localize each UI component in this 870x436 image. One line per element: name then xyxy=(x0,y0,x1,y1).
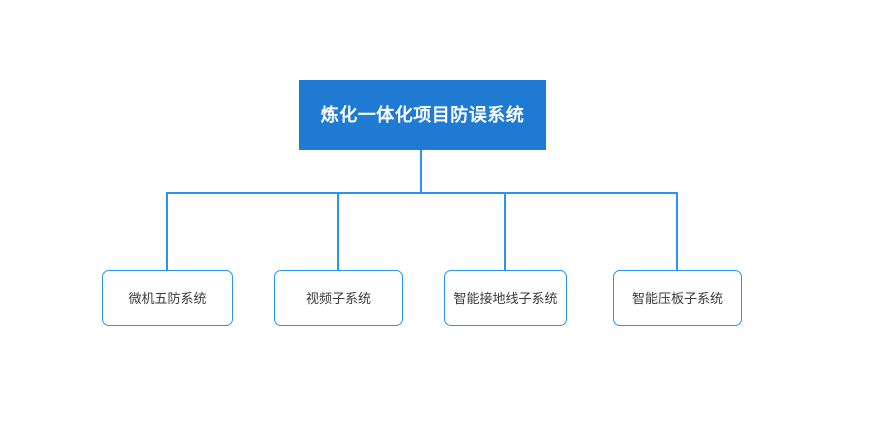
child-node-label: 视频子系统 xyxy=(305,290,371,306)
root-node-label: 炼化一体化项目防误系统 xyxy=(320,105,525,125)
root-node[interactable]: 炼化一体化项目防误系统 xyxy=(299,80,546,150)
child-node-shipin[interactable]: 视频子系统 xyxy=(274,270,403,326)
child-node-weiji-wufang[interactable]: 微机五防系统 xyxy=(102,270,233,326)
child-node-label: 智能接地线子系统 xyxy=(453,290,558,306)
child-node-label: 微机五防系统 xyxy=(128,290,207,306)
child-node-zhineng-jiedixian[interactable]: 智能接地线子系统 xyxy=(444,270,567,326)
child-node-label: 智能压板子系统 xyxy=(631,290,723,306)
child-node-zhineng-yaban[interactable]: 智能压板子系统 xyxy=(613,270,742,326)
